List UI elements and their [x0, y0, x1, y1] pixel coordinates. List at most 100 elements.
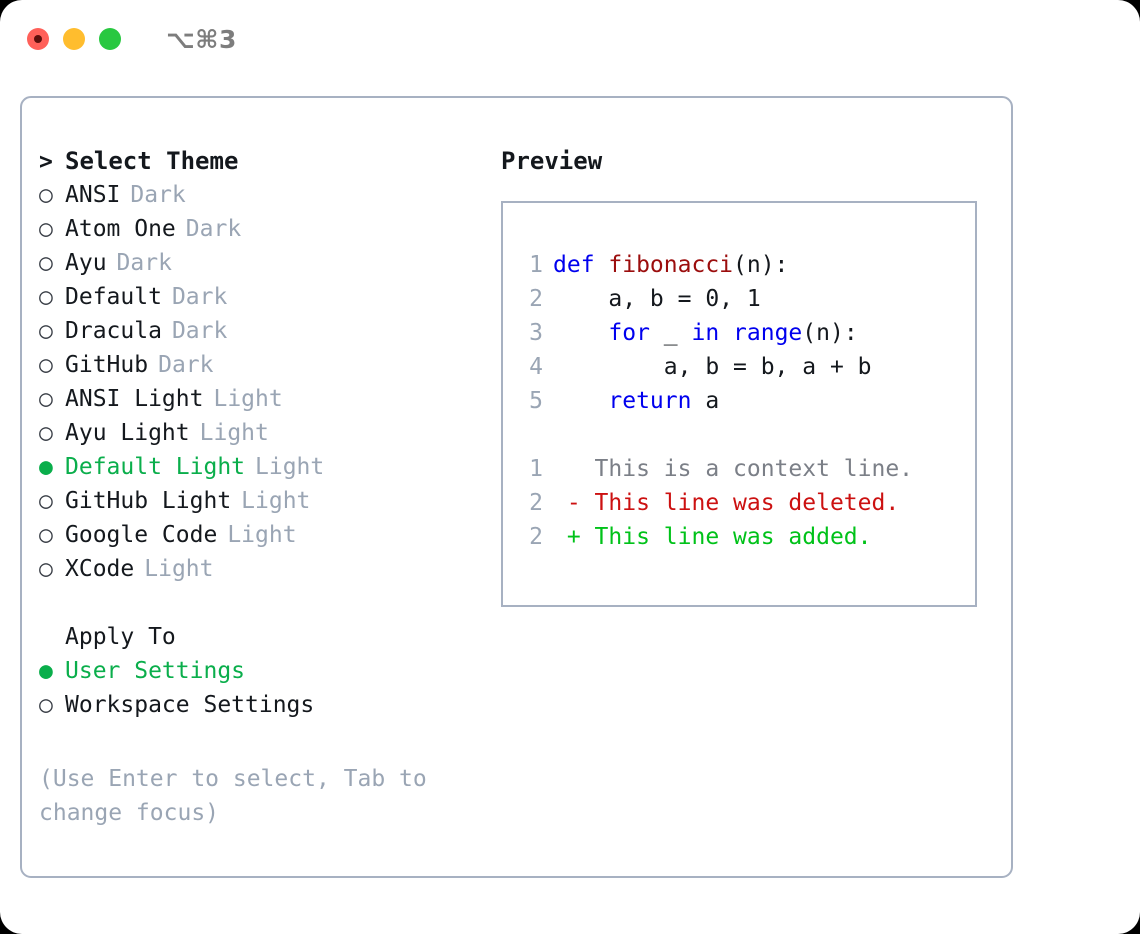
theme-option-ayu-light[interactable]: ○ Ayu Light Light [39, 416, 489, 450]
radio-unselected-icon: ○ [39, 216, 53, 242]
code-line-number: 1 [529, 252, 543, 278]
code-token: a [691, 388, 720, 414]
theme-option-label: ANSI Light [65, 386, 204, 412]
close-window-button[interactable] [27, 28, 49, 50]
apply-to-option-label: User Settings [65, 658, 246, 684]
diff-line-text: + This line was added. [553, 524, 872, 550]
theme-variant-tag: Dark [130, 182, 186, 208]
theme-variant-tag: Light [241, 488, 311, 514]
diff-block: 1 This is a context line.2 - This line w… [519, 452, 971, 554]
theme-option-label: Atom One [65, 216, 176, 242]
code-token [719, 320, 733, 346]
theme-variant-tag: Light [227, 522, 297, 548]
theme-option-label: Ayu Light [65, 420, 190, 446]
theme-option-label: ANSI [65, 182, 121, 208]
hint-line-2: change focus) [39, 800, 220, 826]
code-line-text: a, b = b, a + b [553, 350, 872, 384]
code-token: fibonacci [608, 252, 734, 278]
theme-variant-tag: Light [213, 386, 283, 412]
code-token: in [691, 320, 720, 346]
theme-option-label: Google Code [65, 522, 218, 548]
apply-to-option-list: ● User Settings ○ Workspace Settings [39, 654, 489, 722]
code-token: _ [649, 320, 692, 346]
apply-to-header: ○ Apply To [39, 620, 489, 654]
code-line-number: 4 [529, 354, 543, 380]
code-token: def [553, 252, 609, 278]
code-token: (n): [733, 252, 789, 278]
code-diff-spacer [519, 418, 971, 452]
select-theme-title: Select Theme [65, 147, 239, 175]
code-token: for [608, 320, 650, 346]
code-token [553, 320, 608, 346]
apply-to-option-workspace-settings[interactable]: ○ Workspace Settings [39, 688, 489, 722]
maximize-window-button[interactable] [99, 28, 121, 50]
titlebar-shortcut-label: ⌥⌘3 [166, 24, 237, 54]
apply-to-section: ○ Apply To ●User Settings○Workspace Sett… [39, 620, 489, 722]
theme-variant-tag: Dark [116, 250, 172, 276]
code-line: 3 for _ in range(n): [519, 316, 971, 350]
theme-variant-tag: Dark [158, 352, 214, 378]
theme-option-atom-one[interactable]: ○ Atom One Dark [39, 212, 489, 246]
code-line: 5 return a [519, 384, 971, 418]
apply-to-option-user-settings[interactable]: ● User Settings [39, 654, 489, 688]
radio-unselected-icon: ○ [39, 386, 53, 412]
code-token: range [733, 320, 803, 346]
code-line-text: return a [553, 384, 719, 418]
radio-unselected-icon: ○ [39, 318, 53, 344]
radio-unselected-icon: ○ [39, 488, 53, 514]
hint-line-1: (Use Enter to select, Tab to [39, 766, 427, 792]
code-token: a, b = b, a + b [553, 354, 872, 380]
theme-variant-tag: Dark [185, 216, 242, 242]
diff-line-text: - This line was deleted. [553, 490, 900, 516]
radio-unselected-icon: ○ [39, 284, 53, 310]
theme-variant-tag: Dark [171, 284, 228, 310]
apply-to-option-label: Workspace Settings [65, 692, 315, 718]
theme-option-label: Default Light [65, 454, 246, 480]
radio-unselected-icon: ○ [39, 692, 53, 718]
theme-variant-tag: Light [255, 454, 325, 480]
theme-option-label: Default [65, 284, 162, 310]
radio-unselected-icon: ○ [39, 352, 53, 378]
theme-variant-tag: Light [199, 420, 269, 446]
theme-variant-tag: Dark [171, 318, 228, 344]
code-line-number: 2 [529, 286, 543, 312]
code-line: 2 a, b = 0, 1 [519, 282, 971, 316]
code-line-text: def fibonacci(n): [553, 248, 788, 282]
theme-option-default[interactable]: ○ Default Dark [39, 280, 489, 314]
diff-line-number: 2 [529, 524, 543, 550]
diff-line: 1 This is a context line. [519, 452, 971, 486]
theme-variant-tag: Light [144, 556, 214, 582]
theme-option-label: XCode [65, 556, 135, 582]
code-token: (n): [802, 320, 858, 346]
code-line-number: 5 [529, 388, 543, 414]
theme-option-label: Ayu [65, 250, 107, 276]
select-theme-header: > Select Theme [39, 144, 489, 178]
diff-line: 2 - This line was deleted. [519, 486, 971, 520]
minimize-window-button[interactable] [63, 28, 85, 50]
radio-unselected-icon: ○ [39, 420, 53, 446]
code-token: a, b = 0, 1 [553, 286, 761, 312]
window-controls [27, 28, 121, 50]
radio-selected-icon: ● [39, 658, 53, 684]
diff-line: 2 + This line was added. [519, 520, 971, 554]
blank-marker: ○ [39, 620, 65, 654]
theme-option-ansi-light[interactable]: ○ ANSI Light Light [39, 382, 489, 416]
code-line-number: 3 [529, 320, 543, 346]
code-line: 4 a, b = b, a + b [519, 350, 971, 384]
